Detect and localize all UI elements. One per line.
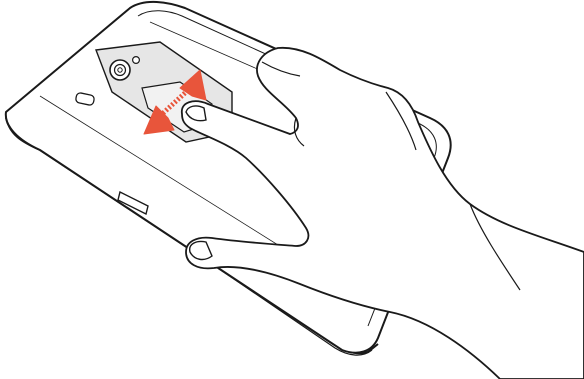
- flash-icon: [133, 57, 140, 64]
- camera-icon: [110, 60, 130, 80]
